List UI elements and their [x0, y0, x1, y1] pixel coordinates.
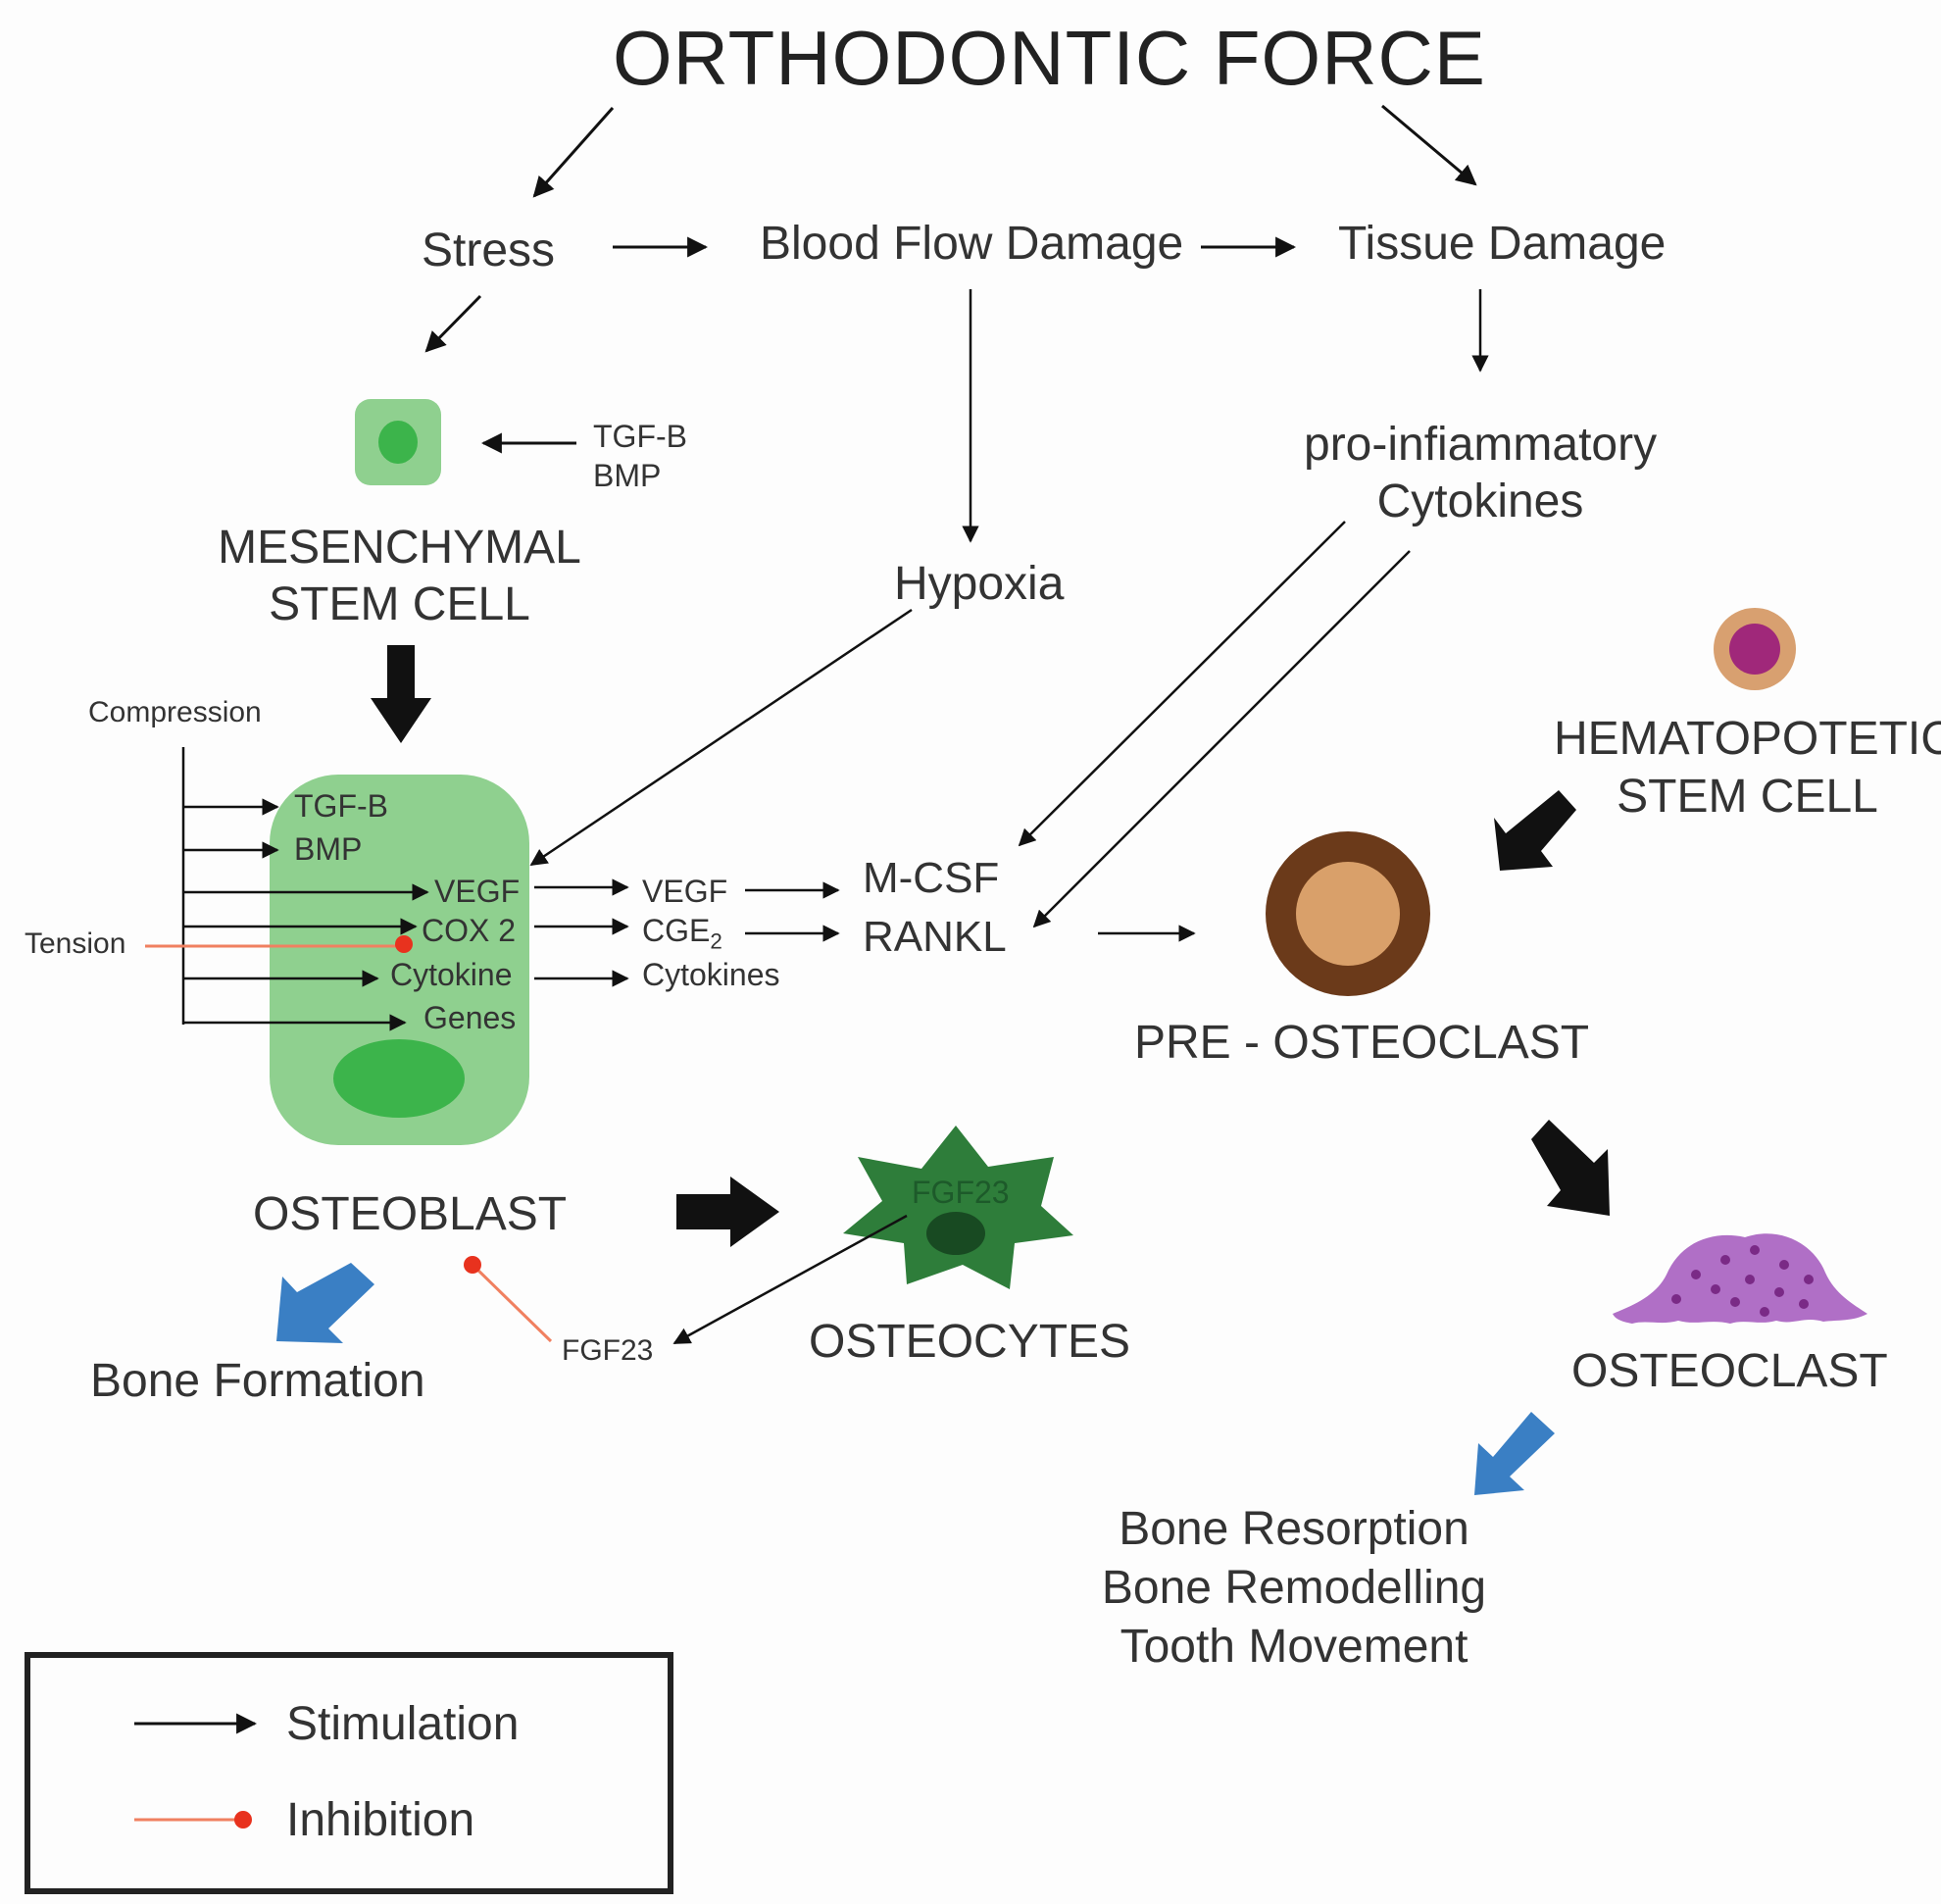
msc-growth-bmp: BMP: [593, 458, 662, 493]
osteocyte-nucleus: [926, 1212, 985, 1255]
osteoclast-cell: [1613, 1233, 1867, 1324]
preosteoclast-label: PRE - OSTEOCLAST: [1134, 1017, 1590, 1069]
msc-growth-factors: TGF-B BMP: [593, 417, 687, 495]
arrow-msc-to-osteoblast: [371, 645, 431, 743]
osteoblast-cytokine: Cytokine: [390, 957, 513, 992]
preosteoclast-inner: [1296, 862, 1400, 966]
node-mcsf: M-CSF: [863, 854, 1000, 902]
arrow-cytokines-to-mcsf: [1018, 521, 1346, 847]
osteoblast-label: OSTEOBLAST: [253, 1188, 568, 1240]
fgf23-inhibition-line: [471, 1263, 553, 1343]
node-blood-flow-damage: Blood Flow Damage: [760, 218, 1184, 270]
hsc-label-line-2: STEM CELL: [1617, 770, 1878, 823]
pro-inflammatory-line-1: pro-infiammatory: [1304, 419, 1658, 471]
legend-inhibition-dot: [234, 1811, 252, 1829]
node-hypoxia: Hypoxia: [894, 558, 1065, 610]
node-pro-inflammatory: pro-infiammatory Cytokines: [1304, 417, 1657, 529]
osteoblast-cell: [270, 775, 529, 1145]
hsc-cell-inner: [1729, 624, 1780, 675]
outcome-bone-resorption: Bone Resorption: [1119, 1503, 1469, 1555]
osteoclast-label: OSTEOCLAST: [1571, 1345, 1888, 1397]
legend-box: [25, 1652, 673, 1894]
output-cytokines: Cytokines: [642, 957, 780, 992]
msc-label-line-2: STEM CELL: [269, 577, 530, 630]
outcome-bone-remodelling: Bone Remodelling: [1101, 1562, 1487, 1614]
arrow-hypoxia-to-osteoblast: [529, 608, 913, 867]
fgf23-inhibition-dot: [464, 1256, 481, 1274]
osteoblast-cox2: COX 2: [422, 913, 517, 948]
arrow-hsc-to-preosteoclast: [1494, 790, 1576, 871]
legend-inhibition-label: Inhibition: [286, 1794, 475, 1846]
osteoblast-nucleus: [333, 1039, 465, 1118]
output-cge: CGE: [642, 913, 711, 948]
hsc-label: HEMATOPOTETIC STEM CELL: [1554, 711, 1941, 826]
msc-growth-tgfb: TGF-B: [593, 419, 687, 454]
node-stress: Stress: [422, 225, 556, 276]
arrow-force-to-stress: [532, 107, 615, 198]
tension-inhibition-dot: [395, 935, 413, 953]
osteoblast-genes: Genes: [423, 1000, 517, 1035]
label-compression: Compression: [88, 696, 262, 728]
osteoblast-bmp: BMP: [294, 831, 363, 867]
msc-label-line-1: MESENCHYMAL: [218, 522, 581, 574]
arrow-osteoblast-to-osteocytes: [676, 1177, 779, 1247]
bone-formation-label: Bone Formation: [90, 1355, 425, 1407]
osteoblast-tgfb: TGF-B: [294, 788, 388, 824]
label-tension: Tension: [25, 927, 126, 960]
osteoblast-vegf: VEGF: [434, 874, 521, 909]
arrow-force-to-tissue: [1381, 104, 1477, 186]
pro-inflammatory-line-2: Cytokines: [1376, 475, 1584, 527]
osteocyte-inner-label: FGF23: [912, 1175, 1010, 1210]
arrow-osteoclast-to-outcomes: [1474, 1412, 1555, 1495]
osteoclast-nuclei: [1671, 1245, 1814, 1317]
hsc-label-line-1: HEMATOPOTETIC: [1554, 713, 1941, 765]
output-cge2: CGE2: [642, 915, 722, 953]
msc-nucleus: [378, 421, 418, 464]
output-cge-subscript: 2: [710, 928, 722, 954]
arrow-cytokines-to-rankl: [1032, 550, 1411, 928]
arrow-stress-to-msc: [424, 294, 482, 353]
page-title: ORTHODONTIC FORCE: [613, 15, 1486, 101]
label-fgf23: FGF23: [562, 1334, 654, 1367]
msc-label: MESENCHYMAL STEM CELL: [206, 520, 593, 632]
legend-stimulation-label: Stimulation: [286, 1698, 520, 1750]
outcomes-label: Bone Resorption Bone Remodelling Tooth M…: [1088, 1500, 1500, 1677]
node-rankl: RANKL: [863, 913, 1007, 961]
node-tissue-damage: Tissue Damage: [1338, 218, 1667, 270]
osteocytes-label: OSTEOCYTES: [809, 1316, 1131, 1368]
output-vegf: VEGF: [642, 874, 728, 909]
arrow-osteocyte-to-fgf23: [672, 1214, 908, 1345]
osteocyte-cell: [843, 1126, 1073, 1289]
arrow-preosteoclast-to-osteoclast: [1531, 1120, 1610, 1216]
arrow-osteoblast-to-bone-formation: [276, 1263, 374, 1343]
outcome-tooth-movement: Tooth Movement: [1120, 1621, 1468, 1673]
